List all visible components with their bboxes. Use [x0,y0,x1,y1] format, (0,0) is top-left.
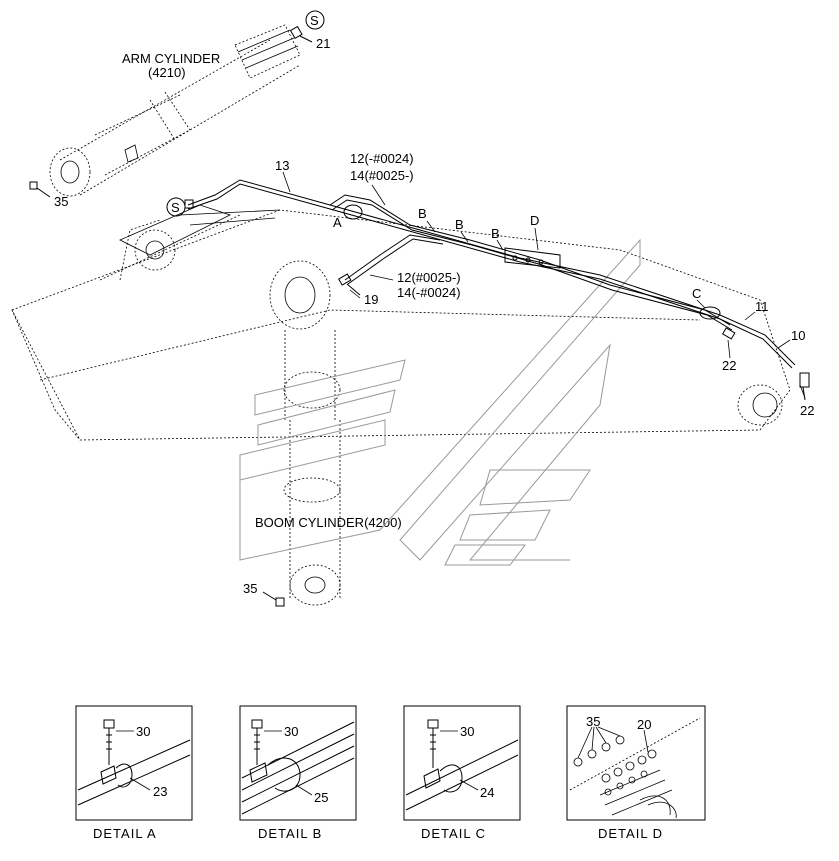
part-21: 21 [316,36,330,51]
detail-a-bolt: 30 [136,724,150,739]
part-12-mid: 12(#0025-) [397,270,461,285]
detail-d-bolt: 35 [586,714,600,729]
detail-a-panel: 30 23 [75,705,193,821]
part-19: 19 [364,292,378,307]
detail-c-panel: 30 24 [403,705,521,821]
detail-b-bolt: 30 [284,724,298,739]
plug-21 [289,25,313,43]
arm-cylinder-code: (4210) [148,65,186,80]
boom-cylinder-label: BOOM CYLINDER(4200) [255,515,402,530]
detail-c-clamp: 24 [480,785,494,800]
detail-d-panel: 35 20 [566,705,706,821]
leader-lines [282,171,806,399]
pipe-12-14 [329,194,733,331]
part-12-top: 12(-#0024) [350,151,414,166]
detail-ref-b2: B [455,217,464,232]
detail-a-caption: DETAIL A [93,826,157,841]
fitting-19 [337,273,361,296]
s-mark-top [305,10,325,30]
part-35-boom: 35 [243,581,257,596]
part-22-b: 22 [800,403,814,418]
arm-cylinder [49,24,301,197]
manufacturer-logo [239,238,641,566]
detail-b-panel: 30 25 [239,705,357,821]
arm-cylinder-name: ARM CYLINDER [122,51,220,66]
clamp-block-d [504,247,561,269]
detail-ref-a: A [333,215,342,230]
detail-ref-d: D [530,213,539,228]
s-mark-top-letter: S [310,13,319,28]
detail-d-clamp: 20 [637,717,651,732]
pipe-13 [187,179,796,369]
part-35-arm: 35 [54,194,68,209]
detail-ref-b3: B [491,226,500,241]
part-10: 10 [791,328,805,343]
part-22-a: 22 [722,358,736,373]
detail-a-clamp: 23 [153,784,167,799]
s-mark-left-letter: S [171,200,180,215]
bolt-35-arm [29,181,51,198]
detail-c-bolt: 30 [460,724,474,739]
part-14-mid: 14(-#0024) [397,285,461,300]
s-mark-left [166,197,186,217]
clamp-a [343,204,363,220]
detail-d-caption: DETAIL D [598,826,663,841]
part-14-top: 14(#0025-) [350,168,414,183]
boom-cylinder [269,260,341,606]
detail-ref-b1: B [418,206,427,221]
detail-b-caption: DETAIL B [258,826,322,841]
detail-ref-c: C [692,286,701,301]
bolt-35-boom [262,591,285,607]
part-13: 13 [275,158,289,173]
clamp-c [699,306,721,320]
part-11: 11 [755,299,769,314]
detail-b-clamp: 25 [314,790,328,805]
boom-body [11,204,791,441]
detail-c-caption: DETAIL C [421,826,486,841]
